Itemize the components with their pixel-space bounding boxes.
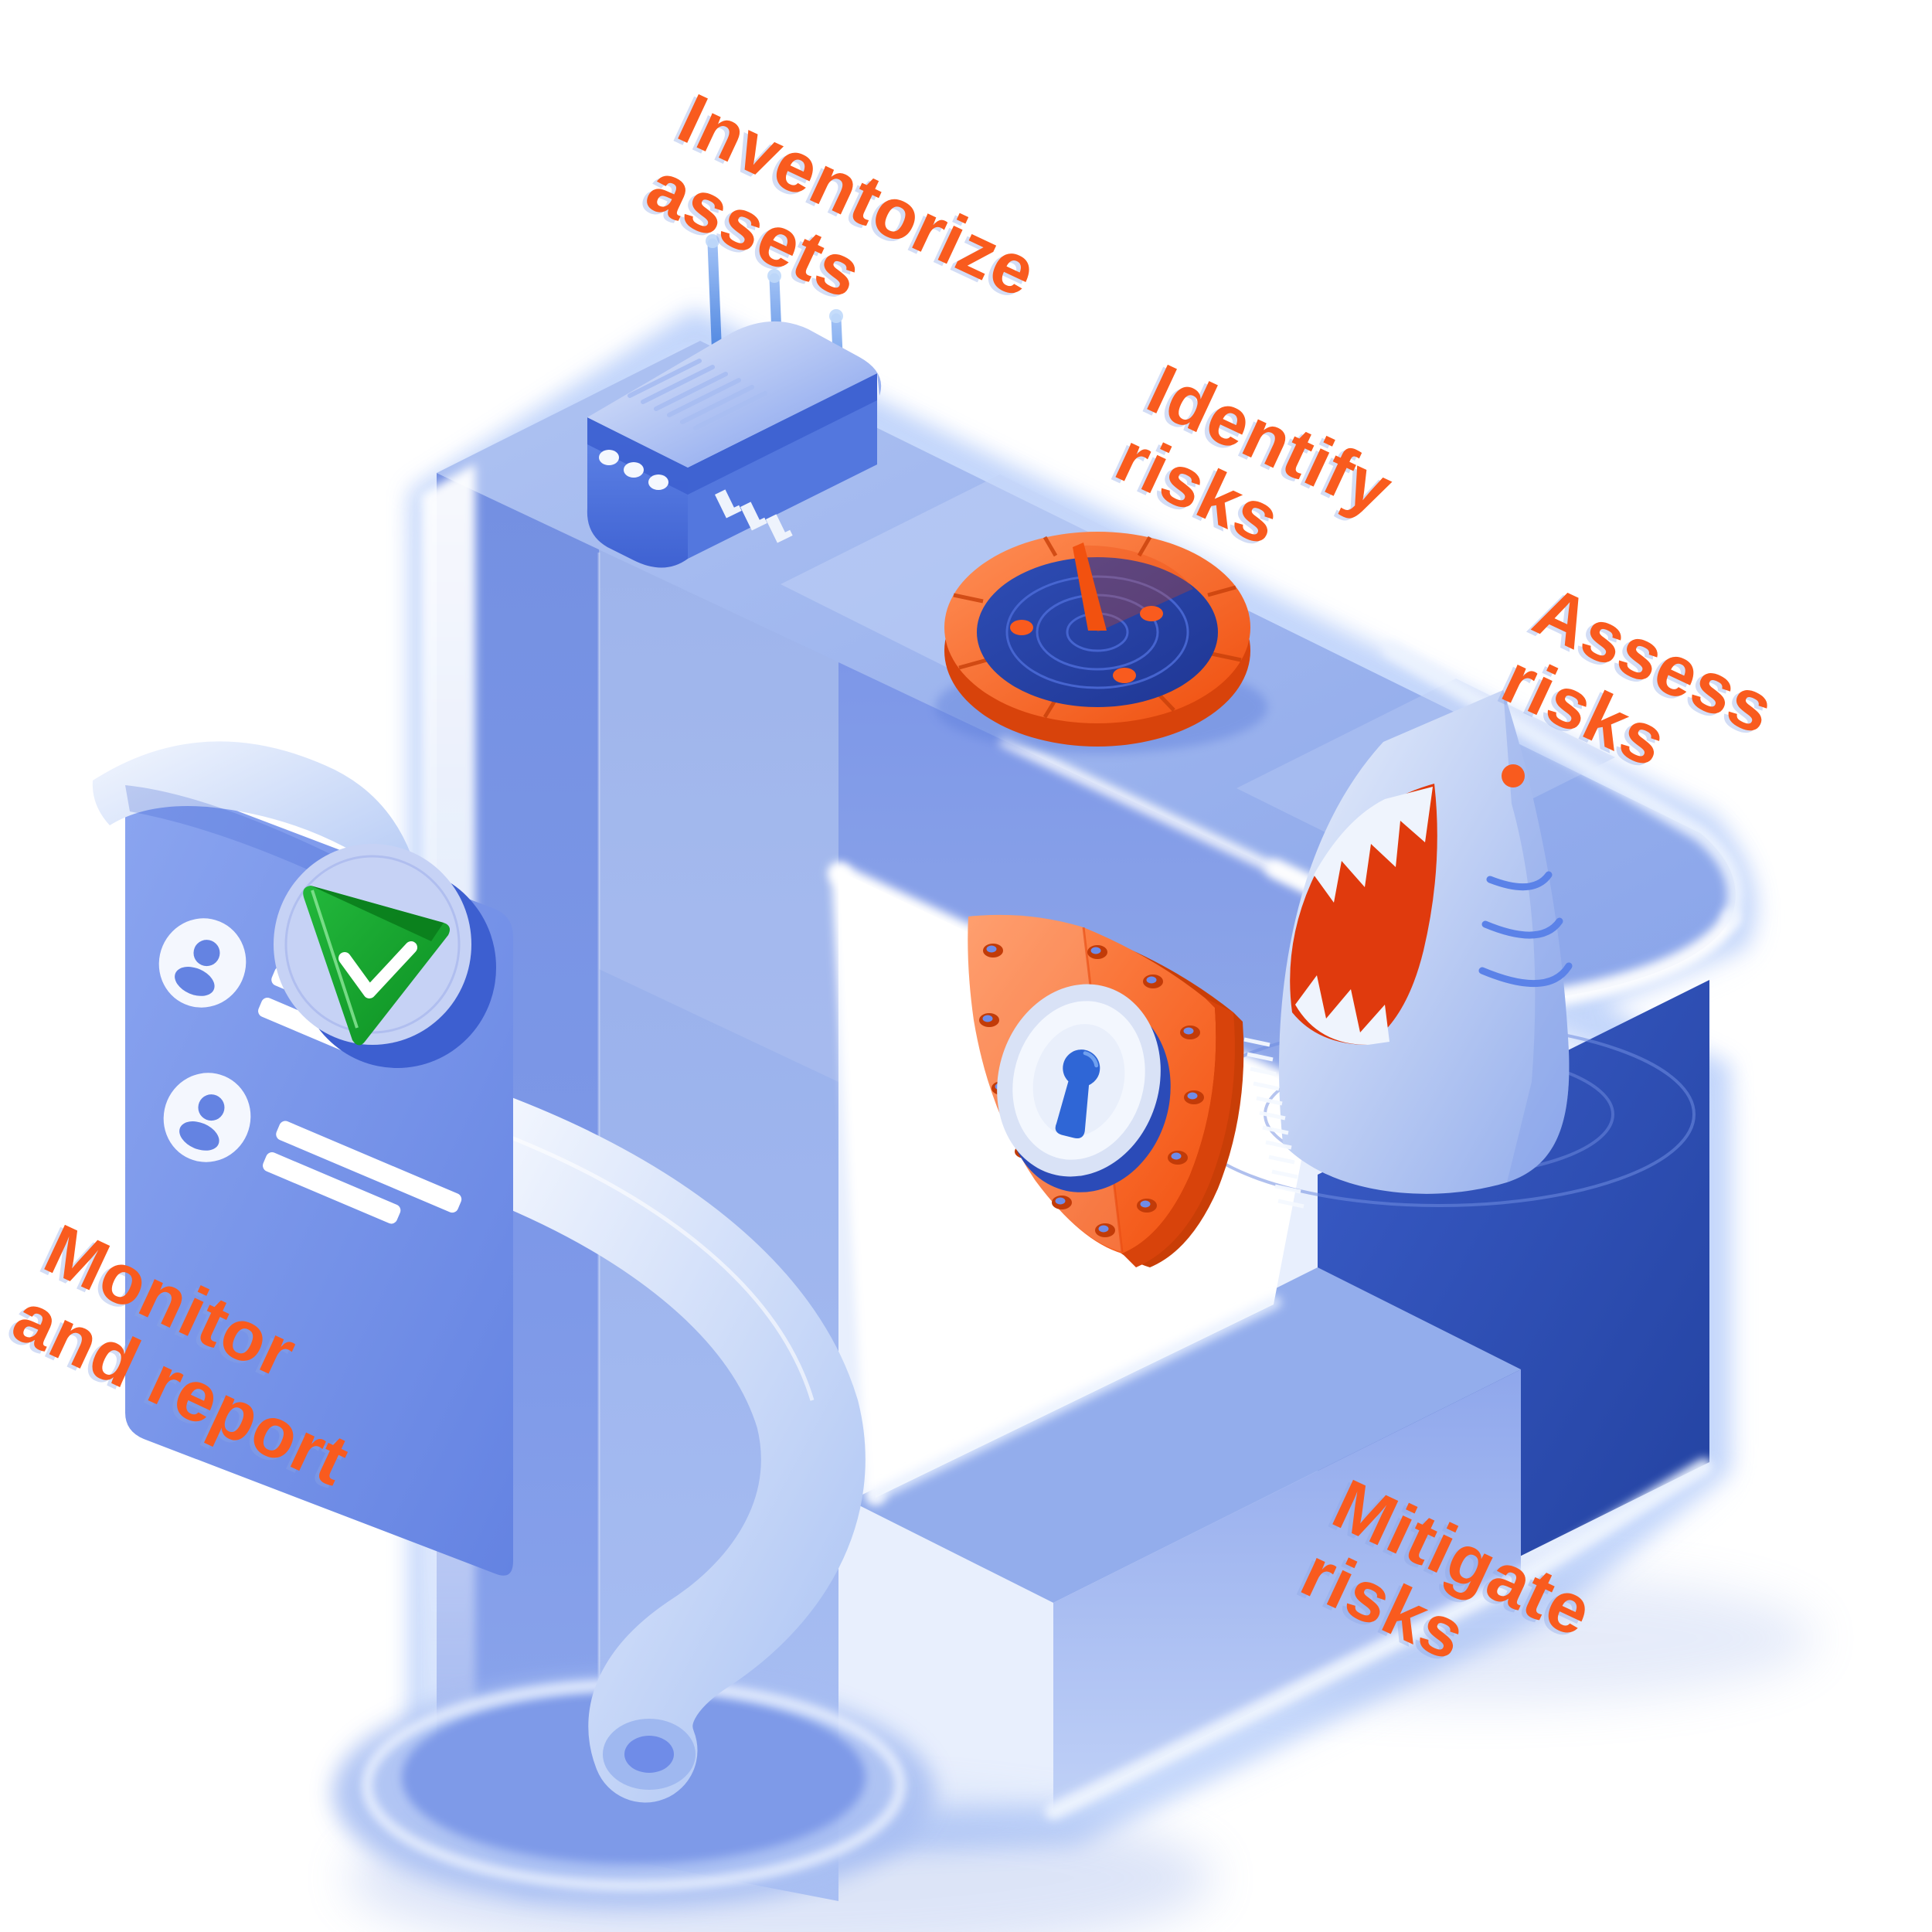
hole-glow-bottom-edge xyxy=(869,1296,1281,1502)
radar-needle xyxy=(1073,543,1107,631)
radar-blips xyxy=(1010,606,1163,683)
shark-threat-icon xyxy=(1279,690,1573,1194)
shark-eye xyxy=(1502,764,1525,787)
report-checklist-icon xyxy=(92,741,866,1803)
shield-lock-icon xyxy=(968,914,1304,1267)
rim-light-bottom-edge xyxy=(1045,1458,1713,1820)
router-ports xyxy=(715,489,793,543)
rim-light-back-tip xyxy=(1383,641,1744,927)
check-mark xyxy=(338,941,417,998)
text-bar xyxy=(276,1121,462,1213)
text-bar xyxy=(263,1152,401,1224)
shark-teeth-upper xyxy=(1314,787,1433,903)
shield-right-bevel xyxy=(1122,998,1235,1267)
router-icon xyxy=(587,234,882,568)
radar-face xyxy=(977,557,1218,707)
router-leds xyxy=(599,450,668,490)
scroll-tube-core xyxy=(624,1736,674,1773)
curl-shadow xyxy=(125,785,423,927)
column-right-face-sheen xyxy=(599,549,838,1082)
shark-teeth-lower xyxy=(1295,975,1389,1045)
shark-mouth xyxy=(1290,784,1437,1045)
scroll-ribbon-highlight xyxy=(491,1128,815,1401)
bottom-beam-top-face xyxy=(850,1267,1521,1603)
antenna-tip-3 xyxy=(829,309,843,323)
check-flag-icon xyxy=(303,886,450,1046)
avatar-body xyxy=(175,967,215,996)
rim-light-tip xyxy=(1266,859,1740,1009)
flag-edge-highlight xyxy=(311,889,359,1029)
avatar-head xyxy=(198,1094,225,1121)
check-badge xyxy=(274,844,496,1068)
flag-fold xyxy=(311,886,444,941)
antenna-tip-2 xyxy=(767,269,781,283)
hole-glow-left-edge xyxy=(832,864,885,1505)
avatar-head xyxy=(193,940,220,967)
scroll-ribbon xyxy=(434,1091,866,1803)
radar-sweep-sector xyxy=(1080,545,1193,632)
report-card-curl xyxy=(92,741,423,903)
router-vents xyxy=(628,359,767,430)
radar-icon xyxy=(935,532,1267,753)
avatar-body xyxy=(179,1121,219,1151)
shield-stitches xyxy=(1243,1037,1304,1209)
antenna-tip-1 xyxy=(706,234,719,248)
router-front-band xyxy=(587,373,877,495)
keyhole-icon xyxy=(1055,1049,1100,1139)
shark-gills xyxy=(1478,871,1573,987)
bottom-beam-front-face xyxy=(1053,1369,1521,1811)
radar-rim-ticks xyxy=(953,536,1242,719)
badge-disc-rim xyxy=(284,855,461,1034)
report-row-2 xyxy=(163,1073,462,1224)
